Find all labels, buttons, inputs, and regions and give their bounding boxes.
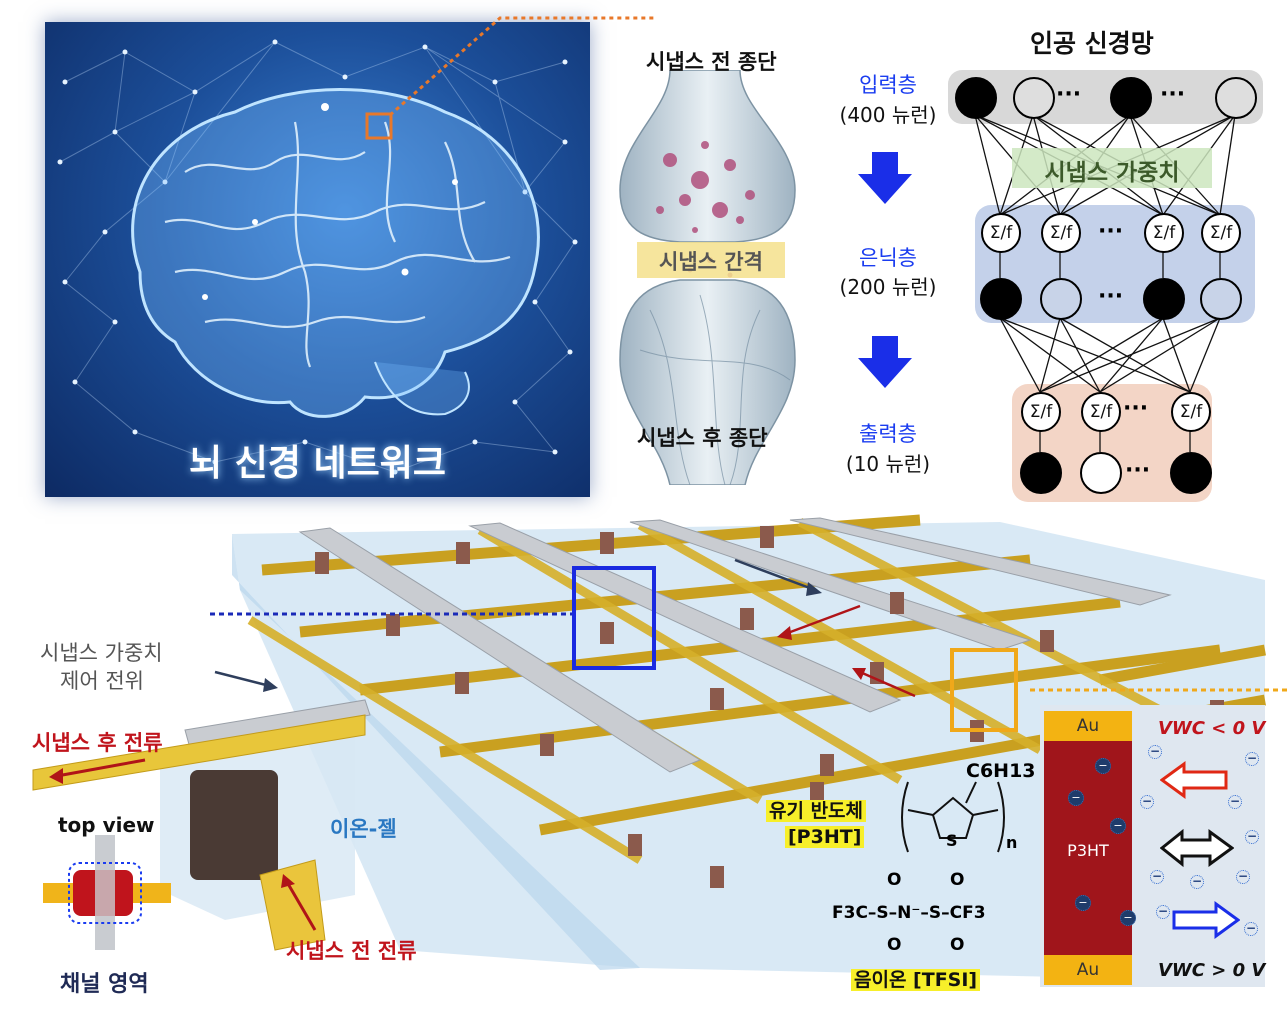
ellipsis: ··· (1056, 82, 1081, 107)
ellipsis: ··· (1098, 219, 1123, 244)
input-neuron (1215, 77, 1257, 119)
anion-icon: − (1245, 830, 1259, 844)
output-sum-node: Σ/f (1171, 392, 1211, 432)
ellipsis: ··· (1125, 458, 1150, 483)
hidden-sum-node: Σ/f (1041, 213, 1081, 253)
synaptic-weight-box: 시냅스 가중치 (1012, 148, 1212, 188)
top-view-label: top view (58, 813, 155, 837)
output-neuron (1080, 452, 1122, 494)
single-synapse-device (25, 660, 445, 960)
au-bottom-electrode: Au (1044, 955, 1132, 985)
hidden-neuron (1040, 278, 1082, 320)
p3ht-label: [P3HT] (785, 826, 864, 848)
ion-gel-label: 이온-젤 (330, 813, 397, 843)
n-subscript-label: n (1006, 833, 1017, 852)
hidden-neuron-active (980, 278, 1022, 320)
anion-icon: − (1075, 895, 1091, 911)
c6h13-label: C6H13 (966, 760, 1036, 782)
tfsi-formula: F3C–S–N⁻–S–CF3 (832, 903, 986, 923)
synaptic-gap-label: 시냅스 간격 (637, 246, 785, 276)
hidden-neuron-active (1143, 278, 1185, 320)
anion-tag: 음이온 [TFSI] (851, 965, 980, 992)
oxygen-label: O (950, 935, 964, 955)
double-arrow-black-icon (1160, 828, 1234, 868)
anion-icon: − (1245, 752, 1259, 766)
output-layer-name: 출력층 (818, 418, 958, 448)
weight-control-label-1: 시냅스 가중치 (40, 637, 163, 667)
input-layer-count: (400 뉴런) (818, 99, 958, 128)
au-top-label: Au (1044, 716, 1132, 736)
ellipsis: ··· (1160, 82, 1185, 107)
right-arrow-blue-icon (1170, 900, 1240, 940)
input-neuron-active (1110, 77, 1152, 119)
down-arrow-icon (858, 336, 912, 390)
output-neuron-active (1020, 452, 1062, 494)
p3ht-tag: [P3HT] (785, 826, 864, 848)
input-layer-name: 입력층 (818, 69, 958, 99)
output-sum-node: Σ/f (1021, 392, 1061, 432)
anion-icon: − (1150, 870, 1164, 884)
anion-icon: − (1244, 922, 1258, 936)
post-current-label: 시냅스 후 전류 (32, 727, 163, 757)
input-neuron-active (955, 77, 997, 119)
input-neuron (1013, 77, 1055, 119)
output-neuron-active (1170, 452, 1212, 494)
sulfur-label: S (946, 831, 958, 850)
ellipsis: ··· (1098, 284, 1123, 309)
anion-icon: − (1140, 795, 1154, 809)
anion-icon: − (1156, 905, 1170, 919)
organic-semiconductor-tag: 유기 반도체 (766, 796, 866, 823)
p3ht-channel-label: P3HT (1044, 841, 1132, 860)
weight-control-label-2: 제어 전위 (60, 665, 144, 695)
brain-network-title: 뇌 신경 네트워크 (45, 434, 590, 486)
au-bottom-label: Au (1044, 960, 1132, 980)
vwc-negative-label: VWC < 0 V (1158, 718, 1265, 739)
hidden-layer-count: (200 뉴런) (818, 271, 958, 300)
pre-current-label: 시냅스 전 전류 (286, 935, 417, 965)
oxygen-label: O (887, 870, 901, 890)
au-top-electrode: Au (1044, 711, 1132, 741)
ann-title: 인공 신경망 (1030, 24, 1154, 60)
synaptic-gap-box: 시냅스 간격 (637, 242, 785, 278)
presynaptic-label: 시냅스 전 종단 (646, 46, 777, 76)
down-arrow-icon (858, 152, 912, 206)
anion-icon: − (1068, 790, 1084, 806)
synaptic-weight-label: 시냅스 가중치 (1012, 153, 1212, 187)
output-sum-node: Σ/f (1081, 392, 1121, 432)
left-arrow-red-icon (1160, 760, 1230, 800)
output-layer-count: (10 뉴런) (818, 448, 958, 477)
hidden-layer-name: 은닉층 (818, 242, 958, 272)
anion-label: 음이온 [TFSI] (851, 969, 980, 991)
hidden-neuron (1200, 278, 1242, 320)
oxygen-label: O (950, 870, 964, 890)
hidden-sum-node: Σ/f (1201, 213, 1241, 253)
anion-icon: − (1120, 910, 1136, 926)
organic-semiconductor-label: 유기 반도체 (766, 800, 866, 822)
anion-icon: − (1236, 870, 1250, 884)
channel-area-label: 채널 영역 (60, 966, 149, 998)
vwc-positive-label: VWC > 0 V (1158, 960, 1265, 981)
hidden-sum-node: Σ/f (981, 213, 1021, 253)
anion-icon: − (1148, 745, 1162, 759)
anion-icon: − (1110, 818, 1126, 834)
oxygen-label: O (887, 935, 901, 955)
p3ht-channel: P3HT (1044, 741, 1132, 955)
hidden-sum-node: Σ/f (1144, 213, 1184, 253)
anion-icon: − (1095, 758, 1111, 774)
ellipsis: ··· (1123, 396, 1148, 421)
anion-icon: − (1228, 795, 1242, 809)
anion-icon: − (1190, 875, 1204, 889)
postsynaptic-label: 시냅스 후 종단 (637, 422, 768, 452)
